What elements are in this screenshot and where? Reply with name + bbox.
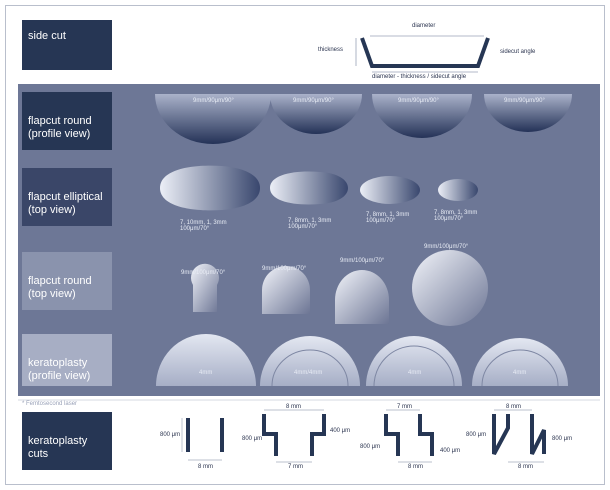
profile-cap-label-2: 9mm/90μm/90° bbox=[293, 98, 334, 104]
keratoplasty-profile-label: keratoplasty (profile view) bbox=[28, 357, 91, 382]
flapcut-round-profile-label: flapcut round (profile view) bbox=[28, 115, 92, 140]
cut3-right-label: 400 μm bbox=[440, 448, 461, 454]
row-label-keratoplasty-profile: keratoplasty (profile view) bbox=[22, 334, 112, 386]
kerato-dome-3 bbox=[366, 336, 462, 386]
cut1-height-label: 800 μm bbox=[160, 432, 181, 438]
kerato-dome-2 bbox=[260, 336, 360, 386]
round-top-shape-4 bbox=[412, 250, 488, 326]
flapcut-round-top-label: flapcut round (top view) bbox=[28, 275, 92, 300]
ellipse-shape-3 bbox=[360, 176, 420, 204]
row-label-keratoplasty-cuts: keratoplasty cuts bbox=[22, 412, 112, 470]
kerato-profile-label-4: 4mm bbox=[513, 370, 527, 376]
round-top-shape-1 bbox=[191, 263, 220, 312]
cut3-left bbox=[384, 414, 400, 456]
cut1-bottom-label: 8 mm bbox=[198, 464, 213, 470]
round-top-label-2: 9mm/100μm/70° bbox=[262, 266, 307, 272]
kerato-dome-1 bbox=[156, 334, 256, 386]
round-top-shape-3 bbox=[335, 270, 389, 324]
side-cut-label: side cut bbox=[28, 30, 66, 42]
profile-cap-label-3: 9mm/90μm/90° bbox=[398, 98, 439, 104]
elliptical-label-4: 7, 8mm, 1, 3mm 100μm/70° bbox=[434, 210, 478, 222]
round-top-shape-2 bbox=[262, 266, 310, 314]
row-label-flapcut-elliptical: flapcut elliptical (top view) bbox=[22, 168, 112, 226]
row-label-flapcut-round-profile: flapcut round (profile view) bbox=[22, 92, 112, 150]
cut3-right bbox=[418, 414, 434, 456]
cut3-top-label: 7 mm bbox=[397, 404, 412, 410]
cut3-left-label: 800 μm bbox=[360, 444, 381, 450]
elliptical-label-3: 7, 8mm, 1, 3mm 100μm/70° bbox=[366, 212, 410, 224]
profile-cap-4 bbox=[484, 94, 572, 132]
footnote: * Femtosecond laser bbox=[22, 401, 78, 407]
kerato-inner-arc-3 bbox=[373, 345, 455, 387]
keratoplasty-cuts-label: keratoplasty cuts bbox=[28, 435, 88, 460]
cut3-bottom-label: 8 mm bbox=[408, 464, 423, 470]
kerato-profile-label-3: 4mm bbox=[408, 370, 422, 376]
side-cut-profile bbox=[360, 37, 490, 68]
cut2-top-label: 8 mm bbox=[286, 404, 301, 410]
cut2-right-label: 400 μm bbox=[330, 428, 351, 434]
kerato-inner-arc-2 bbox=[271, 349, 349, 387]
cut2-right bbox=[310, 414, 326, 456]
side-cut-bottom-label: diameter - thickness / sidecut angle bbox=[372, 74, 467, 80]
cut2-left bbox=[262, 414, 278, 456]
profile-cap-3 bbox=[372, 94, 472, 138]
profile-cap-1 bbox=[155, 94, 271, 144]
diameter-label: diameter bbox=[412, 23, 436, 29]
row-label-side-cut: side cut bbox=[22, 20, 112, 70]
cut4-left-label: 800 μm bbox=[466, 432, 487, 438]
profile-cap-2 bbox=[270, 94, 362, 134]
flapcut-elliptical-label: flapcut elliptical (top view) bbox=[28, 191, 103, 216]
row-label-flapcut-round-top: flapcut round (top view) bbox=[22, 252, 112, 310]
elliptical-label-1: 7, 10mm, 1, 3mm 100μm/70° bbox=[180, 220, 227, 232]
kerato-profile-label-2: 4mm/4mm bbox=[294, 370, 323, 376]
ellipse-shape-4 bbox=[438, 179, 478, 201]
cut4-top-label: 8 mm bbox=[506, 404, 521, 410]
cut4-bottom-label: 8 mm bbox=[518, 464, 533, 470]
profile-cap-label-1: 9mm/90μm/90° bbox=[193, 98, 234, 104]
ellipse-shape-2 bbox=[270, 171, 348, 205]
sidecut-angle-label: sidecut angle bbox=[500, 49, 536, 55]
cut4-right-label: 800 μm bbox=[552, 436, 573, 442]
ellipse-shape-1 bbox=[160, 165, 260, 211]
round-top-label-4: 9mm/100μm/70° bbox=[424, 244, 469, 250]
cut2-bottom-label: 7 mm bbox=[288, 464, 303, 470]
cut4-left bbox=[492, 414, 510, 455]
kerato-profile-label-1: 4mm bbox=[199, 370, 213, 376]
kerato-dome-4 bbox=[472, 338, 568, 386]
kerato-inner-arc-4 bbox=[481, 349, 559, 387]
elliptical-label-2: 7, 8mm, 1, 3mm 100μm/70° bbox=[288, 218, 332, 230]
round-top-label-1: 9mm/100μm/70° bbox=[181, 270, 226, 276]
cut2-left-label: 800 μm bbox=[242, 436, 263, 442]
round-top-label-3: 9mm/100μm/70° bbox=[340, 258, 385, 264]
cut4-right bbox=[530, 414, 546, 455]
thickness-label: thickness bbox=[318, 47, 344, 53]
profile-cap-label-4: 9mm/90μm/90° bbox=[504, 98, 545, 104]
